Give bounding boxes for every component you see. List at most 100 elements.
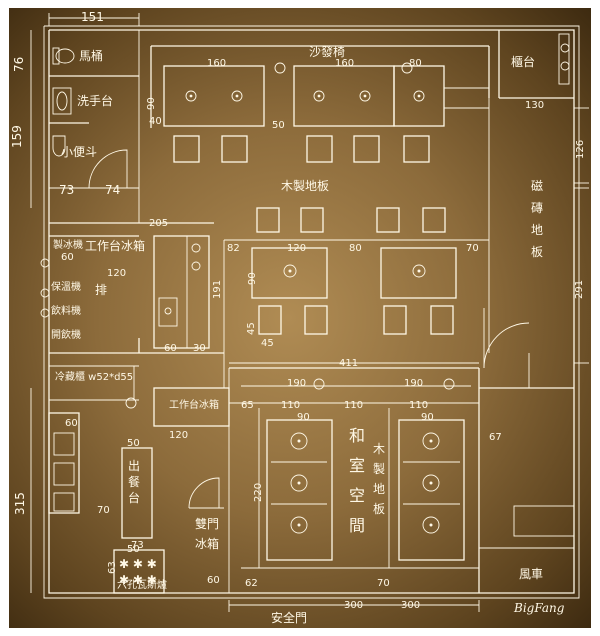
- dim-159: 159: [10, 125, 24, 148]
- wood-floor2-char-4: 板: [373, 502, 385, 516]
- dim-110b: 110: [344, 400, 363, 411]
- tile-floor-char-3: 地: [531, 223, 543, 237]
- dim-220: 220: [253, 483, 264, 502]
- fridge-spec-label: 冷藏櫃 w52*d55: [55, 370, 133, 383]
- dim-120c: 120: [169, 430, 188, 441]
- dim-90d: 90: [421, 412, 434, 423]
- wood-floor2-char-3: 地: [373, 482, 385, 496]
- tile-floor-char-2: 磚: [531, 201, 543, 215]
- counter-label: 櫃台: [511, 54, 535, 69]
- sofa-tables: [173, 135, 430, 163]
- serving-char-1: 出: [128, 459, 140, 473]
- tile-floor-char-4: 板: [531, 245, 543, 259]
- stove-label: 六孔瓦斯爐: [117, 578, 167, 591]
- dim-73: 73: [59, 183, 74, 197]
- dim-411: 411: [339, 358, 358, 369]
- dim-50a: 50: [272, 120, 285, 131]
- dim-205: 205: [149, 218, 168, 229]
- dim-126: 126: [575, 140, 586, 159]
- safety-door-label: 安全門: [271, 610, 307, 625]
- middle-tables: [256, 207, 446, 233]
- dim-30: 30: [193, 343, 206, 354]
- svg-text:✱ ✱ ✱: ✱ ✱ ✱: [119, 573, 157, 587]
- tile-floor-area: [483, 98, 589, 388]
- dim-160b: 160: [335, 58, 354, 69]
- tatami-char-3: 空: [349, 486, 365, 505]
- serving-char-3: 台: [128, 490, 140, 505]
- dim-63: 63: [107, 561, 118, 574]
- dim-300a: 300: [344, 600, 363, 611]
- dim-120a: 120: [287, 243, 306, 254]
- dim-70b: 70: [97, 505, 110, 516]
- dim-60a: 60: [61, 252, 74, 263]
- svg-text:✱ ✱ ✱: ✱ ✱ ✱: [119, 557, 157, 571]
- dim-110c: 110: [409, 400, 428, 411]
- tile-floor-char-1: 磁: [531, 178, 543, 193]
- dim-70c: 70: [377, 578, 390, 589]
- signature: BigFang: [513, 601, 565, 615]
- dim-76: 76: [12, 57, 26, 72]
- dim-191: 191: [212, 280, 223, 299]
- dim-65: 65: [241, 400, 254, 411]
- dim-82: 82: [227, 243, 240, 254]
- dim-90b: 90: [247, 272, 258, 285]
- dim-60c: 60: [65, 418, 78, 429]
- wood-floor2-char-1: 木: [373, 442, 385, 456]
- dim-74: 74: [105, 183, 120, 197]
- dim-40: 40: [149, 116, 162, 127]
- tatami-char-1: 和: [349, 426, 365, 445]
- dim-315: 315: [13, 492, 27, 515]
- stove: ✱ ✱ ✱ ✱ ✱ ✱: [113, 549, 165, 594]
- cooler-label: 保溫機: [51, 280, 81, 293]
- kitchen-lower: [48, 353, 230, 593]
- dim-45a: 45: [246, 322, 257, 335]
- dim-62: 62: [245, 578, 258, 589]
- dim-67: 67: [489, 432, 502, 443]
- dim-151: 151: [81, 10, 104, 24]
- double-door-line-2: 冰箱: [195, 536, 219, 551]
- dim-60d: 60: [207, 575, 220, 586]
- outer-walls: [43, 25, 580, 599]
- floor-plan-frame: 151 76 159 315 馬桶 洗手台 小便斗 73 74: [9, 8, 591, 628]
- tatami-char-2: 室: [349, 456, 365, 475]
- dim-291: 291: [574, 280, 585, 299]
- dim-120b: 120: [107, 268, 126, 279]
- dim-190b: 190: [404, 378, 423, 389]
- dim-80b: 80: [349, 243, 362, 254]
- sofa-bench-label: 沙發椅: [309, 44, 345, 59]
- dim-70a: 70: [466, 243, 479, 254]
- dim-190a: 190: [287, 378, 306, 389]
- restroom: [49, 47, 139, 189]
- dim-300b: 300: [401, 600, 420, 611]
- work-fridge-1-label: 工作台冰箱: [85, 238, 145, 253]
- sofa-row: [150, 45, 490, 128]
- dim-50b: 50: [127, 438, 140, 449]
- dim-90a: 90: [146, 97, 157, 110]
- dim-130: 130: [525, 100, 544, 111]
- serving-char-2: 餐: [128, 474, 140, 489]
- counter-area: [498, 30, 589, 184]
- beverage-machine-label: 開飲機: [51, 328, 81, 341]
- dim-160a: 160: [207, 58, 226, 69]
- double-door-line-1: 雙門: [195, 517, 219, 531]
- kitchen-upper: [40, 222, 224, 354]
- vent-label: 風車: [519, 567, 543, 581]
- vent-room: [479, 387, 575, 549]
- wood-floor2-char-2: 製: [373, 462, 385, 476]
- tatami-char-4: 間: [349, 516, 365, 535]
- urinal-label: 小便斗: [61, 145, 97, 159]
- dim-110a: 110: [281, 400, 300, 411]
- toilet-label: 馬桶: [79, 48, 103, 63]
- work-fridge-2-label: 工作台冰箱: [169, 398, 219, 411]
- floor-plan-drawing: 151 76 159 315 馬桶 洗手台 小便斗 73 74: [10, 10, 589, 625]
- dim-90c: 90: [297, 412, 310, 423]
- exhaust-label: 排: [95, 283, 107, 297]
- washbasin-label: 洗手台: [77, 93, 113, 108]
- dim-80: 80: [409, 58, 422, 69]
- dim-45b: 45: [261, 338, 274, 349]
- wood-floor-label: 木製地板: [281, 179, 329, 193]
- dim-73b: 73: [131, 540, 144, 551]
- ice-maker-label: 製冰機: [53, 238, 83, 251]
- dining-tables: [139, 222, 489, 353]
- drink-machine-label: 飲料機: [51, 304, 81, 317]
